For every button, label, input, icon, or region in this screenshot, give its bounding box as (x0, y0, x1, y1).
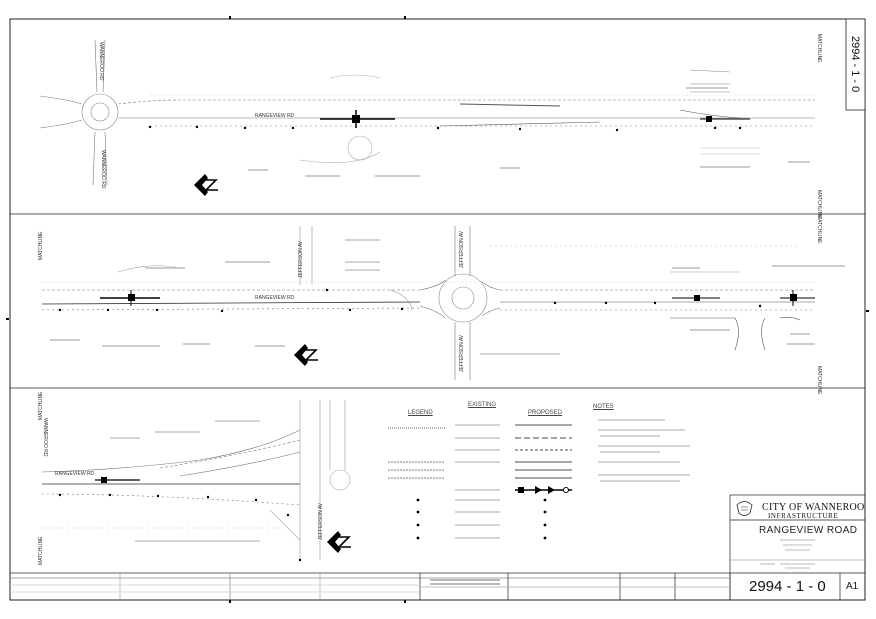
title-block-subtext (760, 539, 815, 569)
section-3-points (58, 493, 302, 562)
legend-heading-proposed: PROPOSED (528, 410, 563, 416)
legend-symbols (416, 486, 569, 540)
road-label-rangeview-3: RANGEVIEW RD (55, 471, 95, 477)
section-2 (41, 226, 815, 380)
section-3-annotations (110, 420, 260, 542)
drawing-number-vertical: 2994 - 1 - 0 (849, 36, 861, 93)
council-logo (736, 501, 753, 516)
section-2-points (58, 288, 762, 313)
road-label-jefferson-4: JEFFERSON AV (318, 502, 324, 540)
section-1 (39, 39, 815, 186)
road-label-wanneroo-top: WANNEROO RD (98, 42, 104, 81)
legend-lines (388, 424, 572, 539)
section-2-annotations (50, 261, 845, 347)
legend-heading: LEGEND (408, 410, 433, 416)
matchline-bottom-left-low: MATCHLINE (38, 536, 44, 565)
road-label-jefferson-3: JEFFERSON AV (459, 334, 465, 372)
title-block-detail (430, 579, 500, 585)
notes-lines (598, 419, 690, 482)
north-arrow-1 (194, 174, 218, 196)
road-label-rangeview-1: RANGEVIEW RD (255, 113, 295, 119)
matchline-bottom-left: MATCHLINE (38, 391, 44, 420)
matchline-top-right: MATCHLINE (816, 34, 822, 63)
notes-heading: NOTES (593, 404, 614, 410)
section-3 (41, 400, 351, 560)
road-label-wanneroo-sec3: WANNEROO RD (42, 418, 48, 457)
traffic-signal-1 (320, 110, 750, 128)
matchline-mid-right-low: MATCHLINE (816, 366, 822, 395)
matchline-mid-left: MATCHLINE (38, 231, 44, 260)
road-label-jefferson-2: JEFFERSON AV (459, 230, 465, 268)
north-arrow-3 (327, 531, 351, 553)
legend-heading-existing: EXISTING (468, 402, 497, 408)
road-label-wanneroo-bottom: WANNEROO RD (100, 150, 106, 189)
road-label-rangeview-2: RANGEVIEW RD (255, 295, 295, 301)
section-1-points (148, 125, 742, 132)
traffic-signal-2 (100, 290, 815, 306)
section-1-annotations (248, 87, 810, 177)
drawing-number-tab (845, 18, 866, 111)
department-name: INFRASTRUCTURE (768, 512, 839, 520)
sheet-size: A1 (846, 581, 859, 592)
project-title: RANGEVIEW ROAD (759, 525, 858, 536)
drawing-number: 2994 - 1 - 0 (749, 578, 826, 595)
north-arrow-2 (294, 344, 318, 366)
title-block (9, 494, 866, 601)
traffic-signal-3 (95, 477, 140, 483)
organisation-name: CITY OF WANNEROO (762, 502, 865, 513)
matchline-mid-right: MATCHLINE (816, 215, 822, 244)
road-label-jefferson-1: JEFFERSON AV (298, 240, 304, 278)
